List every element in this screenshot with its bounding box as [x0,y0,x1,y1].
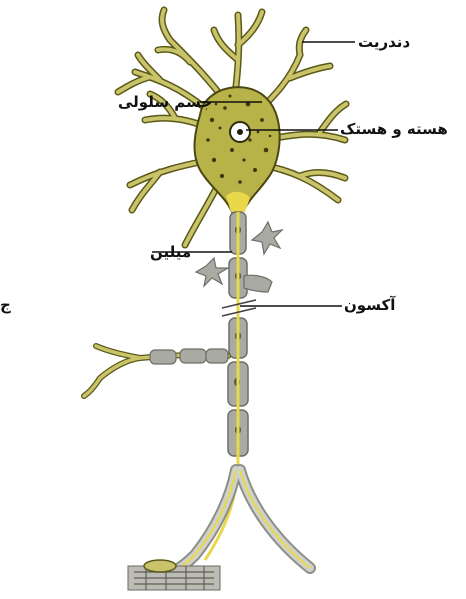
label-myelin: میلین [150,243,191,261]
label-cell-body: جسم سلولی [118,93,212,111]
label-dendrite: دندریت [358,33,410,51]
target-tissue [128,560,220,590]
nucleolus [237,129,243,135]
label-axon: آکسون [344,296,395,314]
axon-collateral [84,346,228,396]
label-nucleus: هسته و هستک [340,120,448,138]
label-edge-fragment: ج [0,296,12,314]
